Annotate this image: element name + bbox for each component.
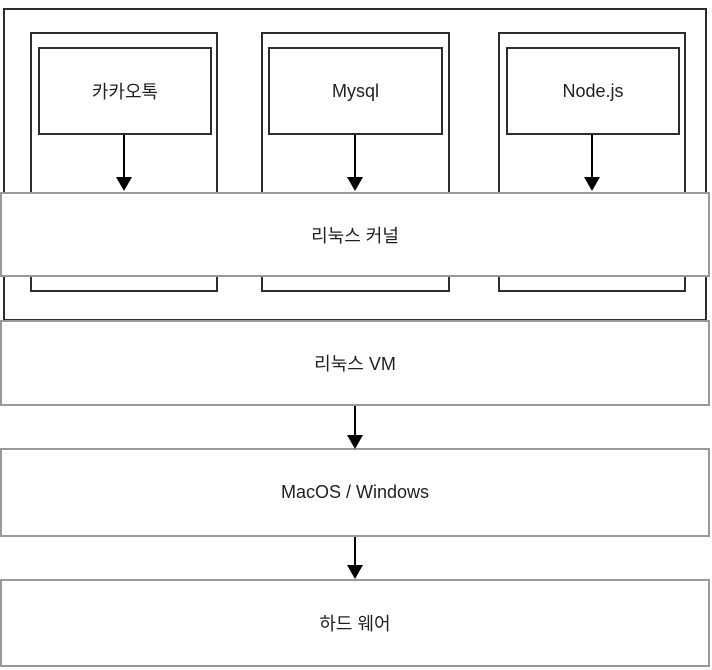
arrow-head-icon: [347, 177, 363, 191]
container-box-mysql: [261, 32, 450, 292]
layer-band-linux-kernel: 리눅스 커널: [0, 192, 710, 277]
arrow-shaft: [123, 135, 125, 177]
layer-label-hardware: 하드 웨어: [319, 614, 391, 634]
layer-band-host-os: MacOS / Windows: [0, 448, 710, 537]
app-box-kakaotalk: 카카오톡: [38, 47, 212, 135]
container-box-nodejs: [498, 32, 686, 292]
app-box-nodejs: Node.js: [506, 47, 680, 135]
down-arrow-nodejs-to-kernel: [584, 135, 600, 191]
arrow-head-icon: [347, 435, 363, 449]
arrow-shaft: [354, 135, 356, 177]
arrow-shaft: [591, 135, 593, 177]
layer-band-hardware: 하드 웨어: [0, 579, 710, 667]
app-label-mysql: Mysql: [331, 80, 379, 101]
app-label-kakaotalk: 카카오톡: [91, 82, 159, 102]
layer-label-linux-vm: 리눅스 VM: [314, 354, 396, 374]
layer-band-linux-vm: 리눅스 VM: [0, 320, 710, 406]
arrow-shaft: [354, 537, 356, 565]
down-arrow-mysql-to-kernel: [347, 135, 363, 191]
layer-label-host-os: MacOS / Windows: [280, 482, 430, 502]
arrow-head-icon: [116, 177, 132, 191]
layer-label-linux-kernel: 리눅스 커널: [311, 225, 399, 246]
arrow-head-icon: [347, 565, 363, 579]
down-arrow-kakaotalk-to-kernel: [116, 135, 132, 191]
container-box-kakaotalk: [30, 32, 218, 292]
app-label-nodejs: Node.js: [562, 80, 624, 101]
app-box-mysql: Mysql: [268, 47, 443, 135]
arrow-head-icon: [584, 177, 600, 191]
down-arrow-vm-to-host-os: [347, 406, 363, 449]
arrow-shaft: [354, 406, 356, 435]
down-arrow-host-os-to-hardware: [347, 537, 363, 579]
